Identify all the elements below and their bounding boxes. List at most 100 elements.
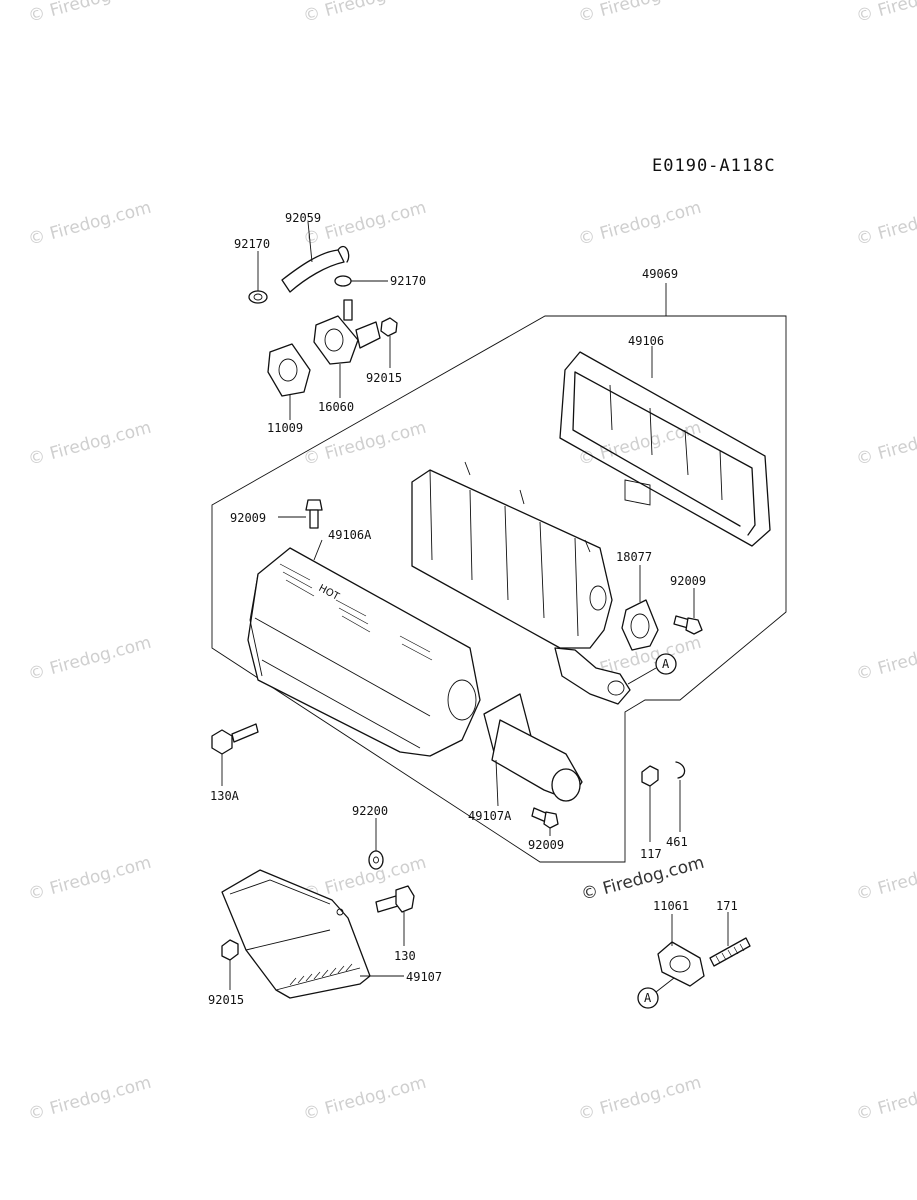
assembly-outline bbox=[211, 315, 787, 863]
watermark: © Firedog.com bbox=[576, 1073, 703, 1125]
label-11061: 11061 bbox=[653, 899, 689, 913]
watermark: © Firedog.com bbox=[576, 418, 703, 470]
label-11009: 11009 bbox=[267, 421, 303, 435]
watermark: © Firedog.com bbox=[26, 418, 153, 470]
watermark: © Firedog.com bbox=[854, 853, 917, 905]
washer-hole bbox=[373, 856, 379, 864]
label-92170-left: 92170 bbox=[234, 237, 270, 251]
label-92015-top: 92015 bbox=[366, 371, 402, 385]
label-130A: 130A bbox=[210, 789, 240, 803]
cover-left-edge bbox=[249, 573, 263, 677]
cover-vent-2 bbox=[335, 599, 371, 633]
watermark: © Firedog.com bbox=[854, 633, 917, 685]
bracket-vents bbox=[289, 963, 353, 986]
label-49106: 49106 bbox=[628, 334, 664, 348]
label-49107: 49107 bbox=[406, 970, 442, 984]
muffler-shell bbox=[411, 469, 613, 649]
nut-hex bbox=[641, 765, 659, 787]
flange-18077 bbox=[621, 565, 659, 651]
flange-plate bbox=[621, 599, 659, 651]
bolt-head bbox=[685, 617, 703, 635]
shield-tab bbox=[624, 479, 651, 506]
bolt-head bbox=[305, 499, 323, 511]
bracket-49107 bbox=[221, 869, 404, 999]
watermark: © Firedog.com bbox=[854, 198, 917, 250]
label-130: 130 bbox=[394, 949, 416, 963]
muffler-brackets bbox=[464, 461, 591, 553]
bolt-shank bbox=[309, 509, 319, 529]
label-92170-right: 92170 bbox=[390, 274, 426, 288]
watermark: © Firedog.com bbox=[301, 0, 428, 27]
hose-bend bbox=[337, 245, 350, 263]
shield-inner-top bbox=[574, 371, 756, 536]
bolt-92009-right bbox=[673, 588, 703, 635]
nut-hex bbox=[221, 939, 239, 961]
clamp-92170-left-inner bbox=[253, 293, 263, 301]
tail-pipe-49107A bbox=[483, 693, 583, 807]
shield-outer bbox=[559, 351, 771, 547]
muffler-ribs bbox=[429, 469, 579, 637]
watermark: © Firedog.com bbox=[854, 0, 917, 27]
bolt-head bbox=[211, 729, 233, 755]
hose-92059 bbox=[281, 249, 345, 293]
shield-ribs bbox=[609, 384, 723, 501]
cover-vent-1 bbox=[279, 563, 315, 597]
tail-end bbox=[551, 768, 581, 802]
washer-92200 bbox=[368, 818, 384, 870]
watermark: © Firedog.com bbox=[26, 198, 153, 250]
cover-groove bbox=[254, 617, 431, 749]
flange-grille bbox=[630, 613, 650, 639]
nut-92015-bottom bbox=[221, 939, 239, 990]
label-171: 171 bbox=[716, 899, 738, 913]
label-117: 117 bbox=[640, 847, 662, 861]
leader-92059 bbox=[307, 221, 313, 263]
watermark: © Firedog.com bbox=[576, 198, 703, 250]
leader-49106A bbox=[313, 539, 323, 561]
pipe-flange-hole bbox=[607, 680, 625, 696]
label-49069: 49069 bbox=[642, 267, 678, 281]
cover-body bbox=[247, 547, 481, 757]
stud-171 bbox=[709, 912, 751, 967]
stud-body bbox=[709, 937, 751, 967]
elbow-port bbox=[324, 328, 344, 352]
clamp-92170-right bbox=[334, 275, 352, 287]
gasket-plate bbox=[657, 941, 705, 987]
muffler-outlet-pipe bbox=[554, 647, 631, 705]
part-labels: 92059 92170 92170 92015 16060 11009 4906… bbox=[208, 211, 738, 1007]
bolt-shank bbox=[375, 895, 399, 913]
cover-vent-3 bbox=[399, 635, 433, 661]
muffler-outlet bbox=[589, 585, 607, 611]
ref-circle-a-bottom bbox=[637, 987, 659, 1009]
label-18077: 18077 bbox=[616, 550, 652, 564]
washer-ring bbox=[675, 761, 686, 779]
watermark: © Firedog.com bbox=[301, 1073, 428, 1125]
bolt-92009-top bbox=[278, 499, 323, 529]
watermark: © Firedog.com bbox=[854, 418, 917, 470]
watermark: © Firedog.com bbox=[26, 1073, 153, 1125]
bolt-head bbox=[543, 811, 559, 829]
elbow-nipple bbox=[343, 299, 353, 321]
ref-label-a: A bbox=[662, 657, 670, 671]
label-461: 461 bbox=[666, 835, 688, 849]
watermark: © Firedog.com bbox=[26, 853, 153, 905]
ref-label-a-bottom: A bbox=[644, 991, 652, 1005]
watermark: © Firedog.com bbox=[854, 1073, 917, 1125]
label-16060: 16060 bbox=[318, 400, 354, 414]
bolt-shank bbox=[231, 723, 259, 743]
nut-117 bbox=[641, 765, 659, 842]
elbow-16060 bbox=[313, 315, 359, 365]
hose-assembly bbox=[248, 221, 398, 420]
label-49107A: 49107A bbox=[468, 809, 512, 823]
bracket-edges bbox=[229, 879, 361, 991]
label-92009-top: 92009 bbox=[230, 511, 266, 525]
label-92009-right: 92009 bbox=[670, 574, 706, 588]
gasket-hole bbox=[278, 358, 298, 382]
ref-circle-a bbox=[655, 653, 677, 675]
diagram-code: E0190-A118C bbox=[652, 156, 776, 176]
watermark: © Firedog.com bbox=[26, 633, 153, 685]
heat-shield-49106 bbox=[559, 346, 771, 547]
watermark: © Firedog.com bbox=[26, 0, 153, 27]
bracket-body bbox=[221, 869, 371, 999]
cover-outlet bbox=[447, 679, 477, 721]
